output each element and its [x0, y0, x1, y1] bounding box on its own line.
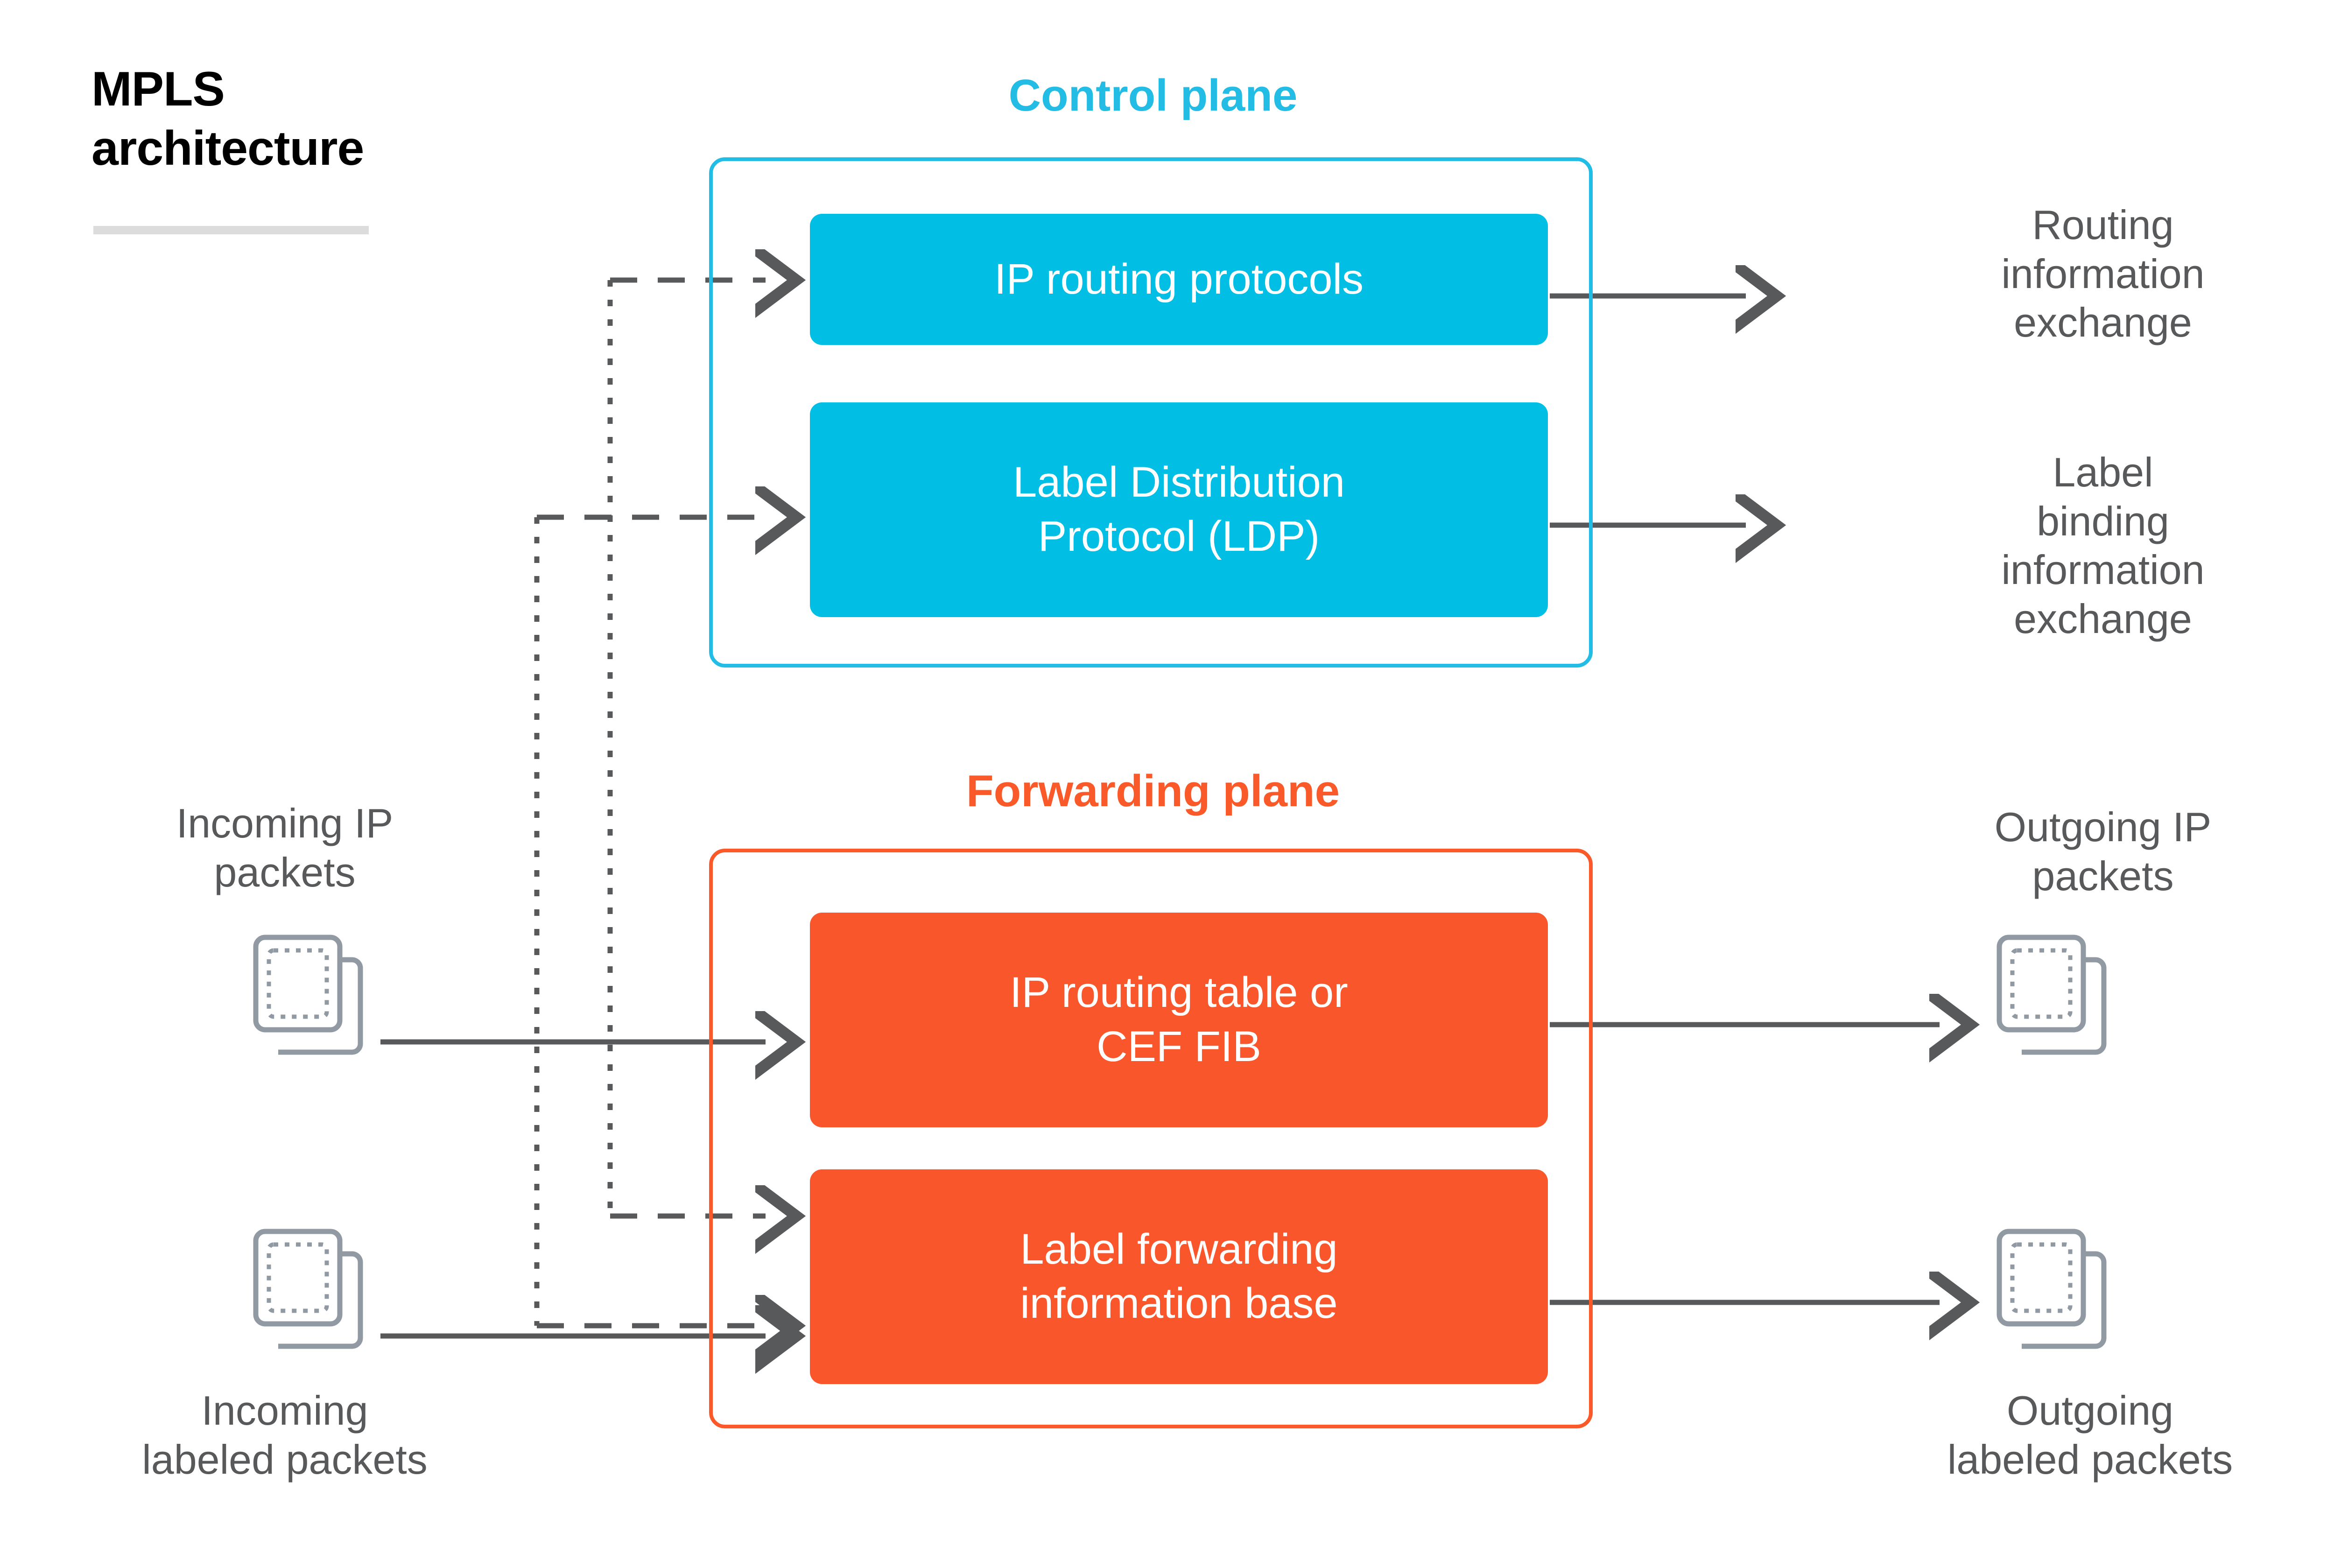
packet-icon	[1997, 1229, 2107, 1349]
page-title-line-2: architecture	[91, 121, 364, 176]
forwarding-plane-container	[709, 849, 1593, 1428]
control-plane-container	[709, 157, 1593, 668]
control-plane-caption: Control plane	[1008, 70, 1298, 120]
page-title-line-1: MPLS	[91, 62, 225, 116]
packet-icon	[253, 1229, 363, 1349]
page-title: MPLS architecture	[91, 60, 605, 178]
title-underline-rule	[93, 226, 369, 234]
node-ip-routing-protocols[interactable]: IP routing protocols	[810, 214, 1548, 345]
node-ip-routing-protocols-label: IP routing protocols	[994, 255, 1364, 303]
packet-icon	[253, 935, 363, 1055]
forwarding-plane-caption: Forwarding plane	[966, 766, 1340, 816]
packet-icon	[1997, 935, 2107, 1055]
